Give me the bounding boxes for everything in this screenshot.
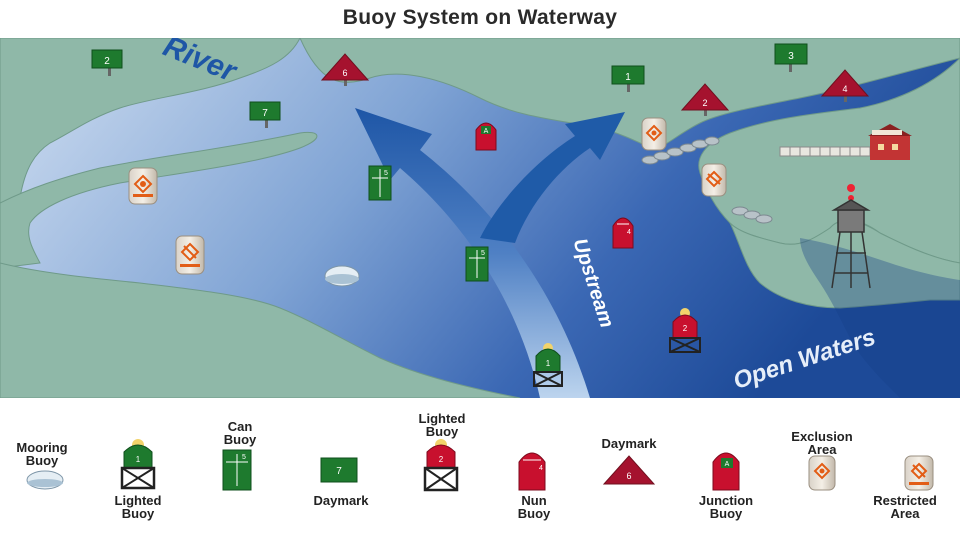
can-buoy-upper: 5 (368, 165, 392, 201)
land-top-middle (299, 38, 960, 151)
legend-lighted-green-icon: 1 (120, 439, 156, 490)
marina-building (868, 124, 912, 160)
exclusion-marker-right (641, 117, 667, 151)
land-bottom-left (0, 262, 521, 398)
svg-text:6: 6 (626, 471, 631, 481)
legend-label-restricted: Restricted Area (873, 493, 937, 521)
svg-text:2: 2 (702, 98, 707, 108)
dark-water-right (800, 238, 960, 398)
rocks-breakwater (641, 136, 773, 224)
daymark-red-6: 6 (320, 53, 370, 86)
legend-label-mooring: Mooring Buoy (16, 440, 68, 468)
svg-text:2: 2 (439, 455, 444, 464)
daymark-green-7: 7 (249, 101, 281, 128)
lighted-red-buoy: 2 (669, 308, 701, 353)
svg-text:3: 3 (788, 51, 794, 62)
legend-label-lighted-red: Lighted Buoy (418, 411, 466, 439)
svg-text:4: 4 (539, 465, 543, 472)
mooring-buoy (324, 265, 360, 287)
exclusion-marker-left (128, 167, 158, 205)
legend-label-lighted-green: Lighted Buoy (114, 493, 162, 521)
svg-text:1: 1 (625, 72, 631, 83)
upstream-arrow-right (480, 112, 625, 243)
daymark-red-4: 4 (820, 69, 870, 102)
legend-restricted-icon (904, 455, 934, 491)
svg-text:7: 7 (262, 108, 268, 119)
daymark-green-3: 3 (774, 43, 808, 72)
svg-text:7: 7 (336, 466, 342, 477)
legend-label-junction: Junction Buoy (698, 493, 754, 521)
page-title: Buoy System on Waterway (342, 6, 618, 29)
svg-text:1: 1 (546, 359, 551, 368)
land-spit (0, 131, 318, 269)
land-top-left (0, 38, 301, 204)
legend-label-exclusion: Exclusion Area (791, 429, 853, 457)
legend-daymark-red-icon: 6 (602, 455, 656, 485)
legend-daymark-green-icon: 7 (320, 457, 358, 483)
daymark-green-2: 2 (91, 49, 123, 76)
svg-text:2: 2 (104, 56, 110, 67)
waterway-map: River Upstream Open Waters 2 7 1 3 6 2 4 (0, 38, 960, 398)
svg-text:5: 5 (481, 250, 485, 257)
svg-text:5: 5 (384, 170, 388, 177)
legend-label-can: Can Buoy (223, 419, 257, 447)
land-peninsula (729, 220, 960, 309)
daymark-green-1: 1 (611, 65, 645, 92)
can-buoy-lower: 5 (465, 246, 489, 282)
svg-text:2: 2 (683, 324, 688, 333)
junction-buoy: A (475, 122, 497, 151)
legend-exclusion-icon (808, 455, 836, 491)
legend-label-daymark-green: Daymark (313, 493, 369, 508)
dock (779, 146, 871, 157)
svg-text:A: A (484, 128, 489, 135)
lighted-green-buoy: 1 (533, 343, 563, 387)
lighthouse-tower (831, 184, 871, 289)
legend-icons: 1 5 7 2 4 6 A (26, 439, 934, 492)
daymark-red-2: 2 (680, 83, 730, 116)
legend-junction-icon: A (712, 452, 740, 491)
nun-buoy: 4 (612, 217, 634, 249)
legend-can-icon: 5 (222, 449, 252, 491)
svg-text:4: 4 (627, 229, 631, 236)
svg-text:6: 6 (342, 68, 347, 78)
legend-lighted-red-icon: 2 (423, 439, 459, 492)
svg-text:A: A (725, 461, 730, 468)
upstream-arrow-left (355, 108, 590, 398)
legend-label-daymark-red: Daymark (601, 436, 657, 451)
legend-label-nun: Nun Buoy (517, 493, 551, 521)
svg-text:4: 4 (842, 84, 847, 94)
svg-text:1: 1 (136, 455, 141, 464)
svg-text:5: 5 (242, 454, 246, 461)
legend-mooring-icon (26, 470, 64, 490)
restricted-marker-left (175, 235, 205, 275)
legend-nun-icon: 4 (518, 452, 546, 491)
restricted-marker-right (701, 163, 727, 197)
